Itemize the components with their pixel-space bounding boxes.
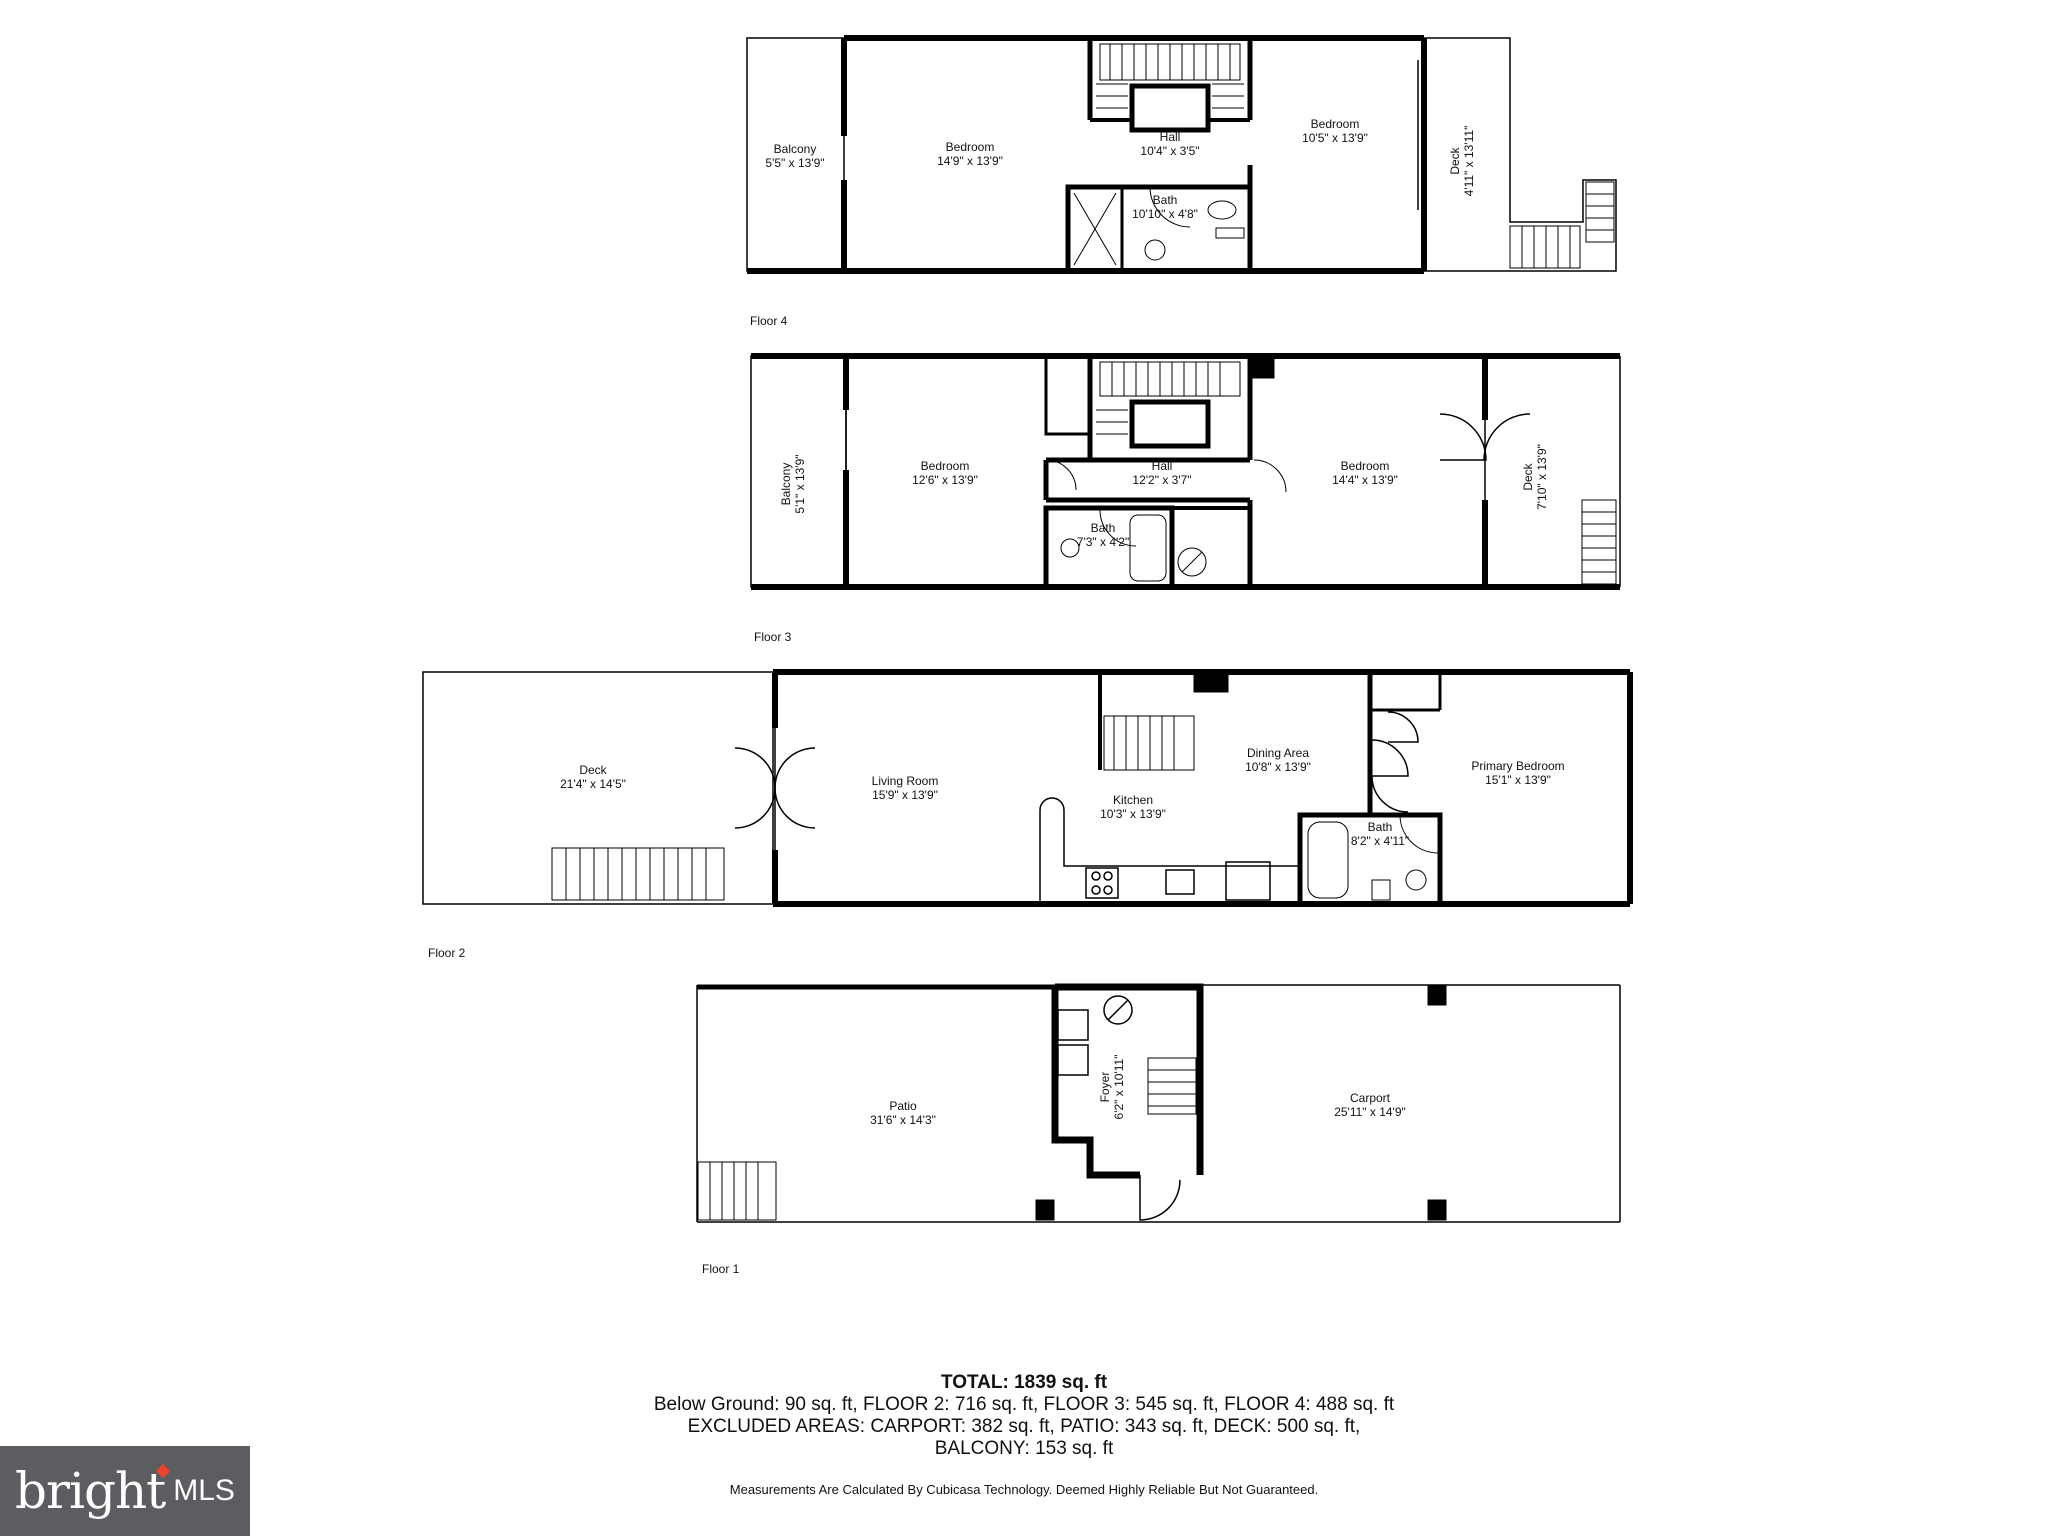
bright-mls-logo: bright MLS	[0, 1446, 250, 1536]
logo-suffix-text: MLS	[173, 1474, 235, 1507]
floor-2-plan	[422, 669, 1633, 907]
logo-brand-text: bright	[15, 1462, 171, 1520]
total-area: TOTAL: 1839 sq. ft	[940, 1372, 1108, 1393]
floor-4-label: Floor 4	[750, 314, 788, 328]
area-breakdown-line-3: BALCONY: 153 sq. ft	[934, 1438, 1114, 1459]
measurement-disclaimer: Measurements Are Calculated By Cubicasa …	[729, 1482, 1319, 1497]
area-breakdown-line-1: Below Ground: 90 sq. ft, FLOOR 2: 716 sq…	[653, 1394, 1395, 1415]
floor-3-label: Floor 3	[754, 630, 792, 644]
floor-3-plan	[750, 353, 1621, 590]
floor-1-plan	[696, 983, 1621, 1223]
area-summary: TOTAL: 1839 sq. ft Below Ground: 90 sq. …	[0, 1372, 2048, 1460]
area-breakdown-line-2: EXCLUDED AREAS: CARPORT: 382 sq. ft, PAT…	[687, 1416, 1361, 1437]
floor-1-label: Floor 1	[702, 1262, 740, 1276]
floor-4-plan	[746, 35, 1617, 274]
floor-2-label: Floor 2	[428, 946, 466, 960]
